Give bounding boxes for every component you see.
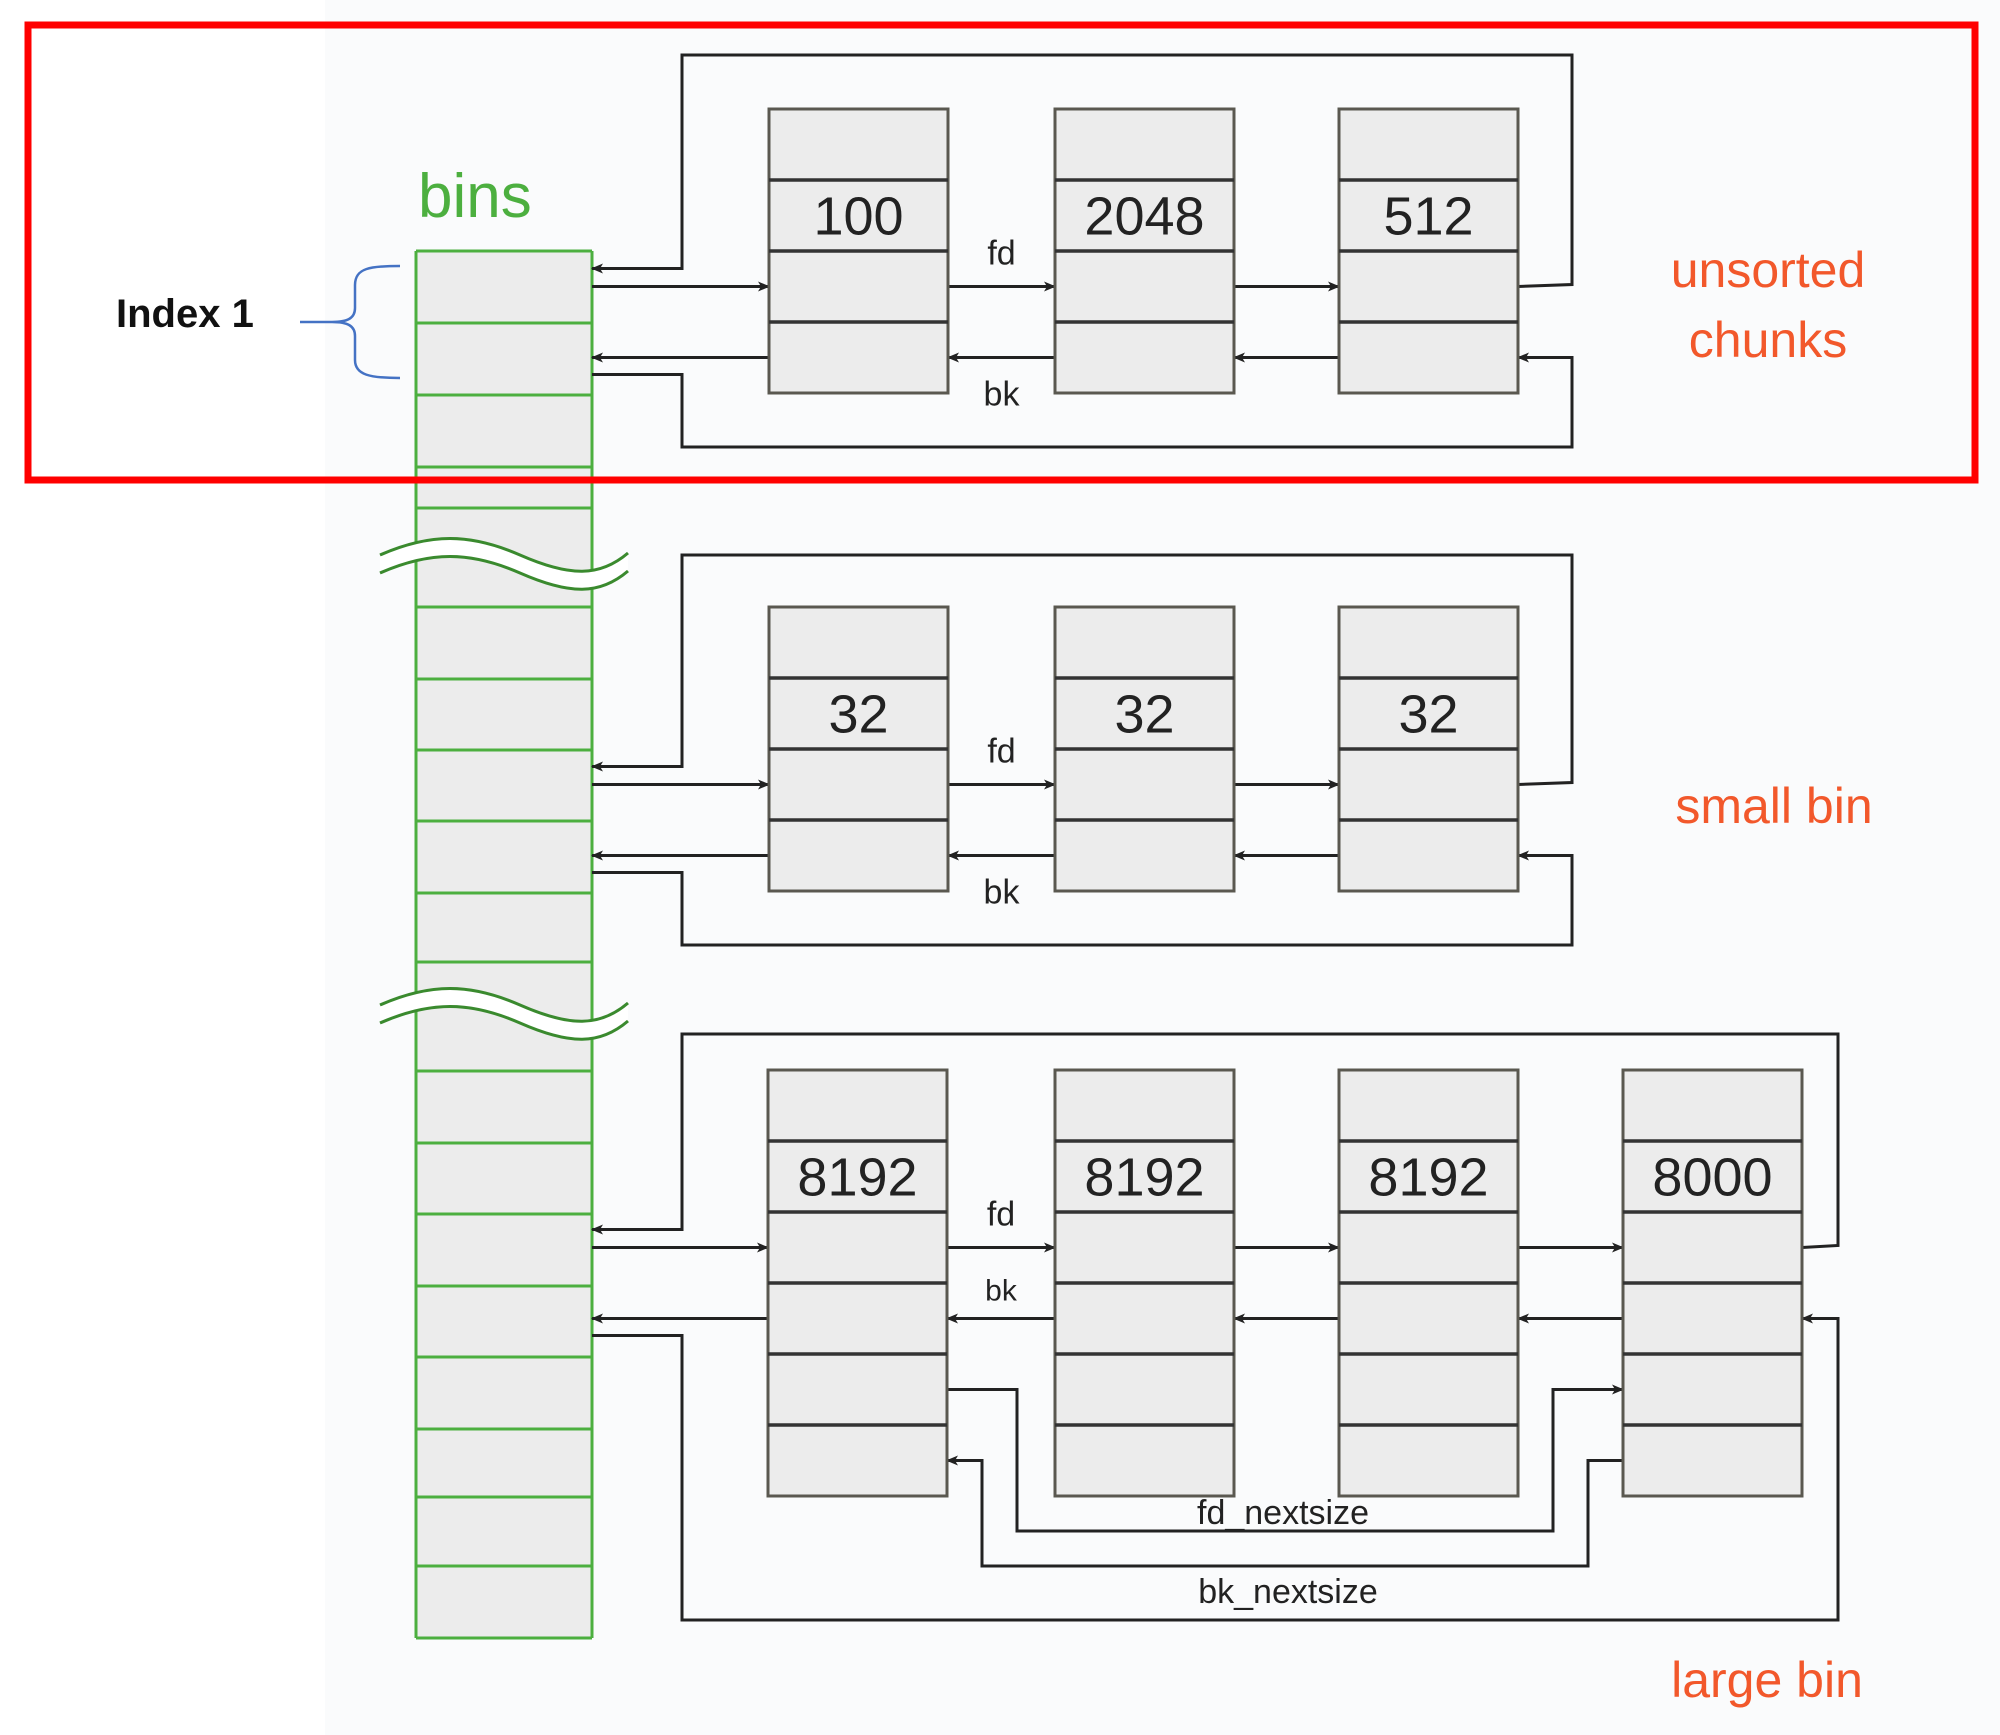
chunk: 32 [1337, 605, 1520, 893]
chunk-size-label: 8192 [797, 1148, 917, 1208]
chunk-size-label: 32 [1398, 685, 1458, 745]
bin-group-unsorted: 100 2048 512 [767, 107, 1520, 395]
chunk: 8192 [766, 1068, 949, 1498]
curly-brace-icon [300, 264, 401, 380]
link-arrows [591, 53, 1840, 1622]
break-line [379, 1005, 629, 1041]
bk-label: bk [984, 376, 1021, 414]
chunk-size-label: 8000 [1652, 1148, 1772, 1208]
fd-nextsize-arrow [947, 1384, 1624, 1533]
bk-nextsize-label: bk_nextsize [1198, 1573, 1378, 1611]
break-gap [380, 988, 628, 1040]
fd-label: fd [987, 733, 1015, 771]
chunk-size-label: 32 [828, 685, 888, 745]
fd-label: fd [987, 1196, 1015, 1234]
bk-wrap-arrow [592, 1313, 1840, 1622]
chunk: 32 [767, 605, 950, 893]
chunk-size-label: 100 [813, 187, 903, 247]
fd-wrap-arrow [591, 553, 1574, 786]
bk-wrap-arrow [592, 352, 1574, 449]
bin-group-large: 8192 8192 8192 8000 [766, 1068, 1804, 1498]
chunk: 2048 [1053, 107, 1236, 395]
index-label: Index 1 [116, 292, 254, 336]
chunk-size-label: 8192 [1368, 1148, 1488, 1208]
chunk: 512 [1337, 107, 1520, 395]
bk-wrap-arrow [592, 850, 1574, 947]
bin-type-label: small bin [1675, 778, 1872, 834]
break-line [379, 987, 629, 1023]
fd-wrap-arrow [591, 53, 1574, 288]
chunk-lists: 100 2048 512 32 32 32 8192 8192 8192 8000 [766, 107, 1804, 1498]
links-large [591, 1032, 1840, 1622]
bk-nextsize-arrow [946, 1455, 1623, 1568]
bin-type-label: large bin [1671, 1652, 1863, 1708]
highlight-box-unsorted [24, 21, 1979, 484]
bins-break-1 [379, 537, 629, 591]
bins-title: bins [418, 162, 532, 231]
bin-type-label: chunks [1689, 312, 1847, 368]
chunk-size-label: 512 [1383, 187, 1473, 247]
links-unsorted [591, 53, 1574, 449]
chunk: 8192 [1053, 1068, 1236, 1498]
chunk: 100 [767, 107, 950, 395]
chunk: 32 [1053, 605, 1236, 893]
bins-array [379, 249, 629, 1640]
chunk: 8000 [1621, 1068, 1804, 1498]
bk-label: bk [985, 1275, 1018, 1308]
highlight-layer [24, 21, 1979, 484]
break-line [379, 555, 629, 591]
break-line [379, 537, 629, 573]
chunk-size-label: 32 [1114, 685, 1174, 745]
fd-label: fd [987, 235, 1015, 273]
fd-wrap-arrow [591, 1032, 1840, 1249]
bins-break-2 [379, 987, 629, 1041]
bin-group-small: 32 32 32 [767, 605, 1520, 893]
bin-type-label: unsorted [1671, 242, 1866, 298]
chunk-size-label: 2048 [1084, 187, 1204, 247]
chunk-size-label: 8192 [1084, 1148, 1204, 1208]
links-small [591, 553, 1574, 947]
fd-nextsize-label: fd_nextsize [1197, 1494, 1369, 1532]
chunk: 8192 [1337, 1068, 1520, 1498]
bk-label: bk [984, 874, 1021, 912]
break-gap [380, 538, 628, 590]
